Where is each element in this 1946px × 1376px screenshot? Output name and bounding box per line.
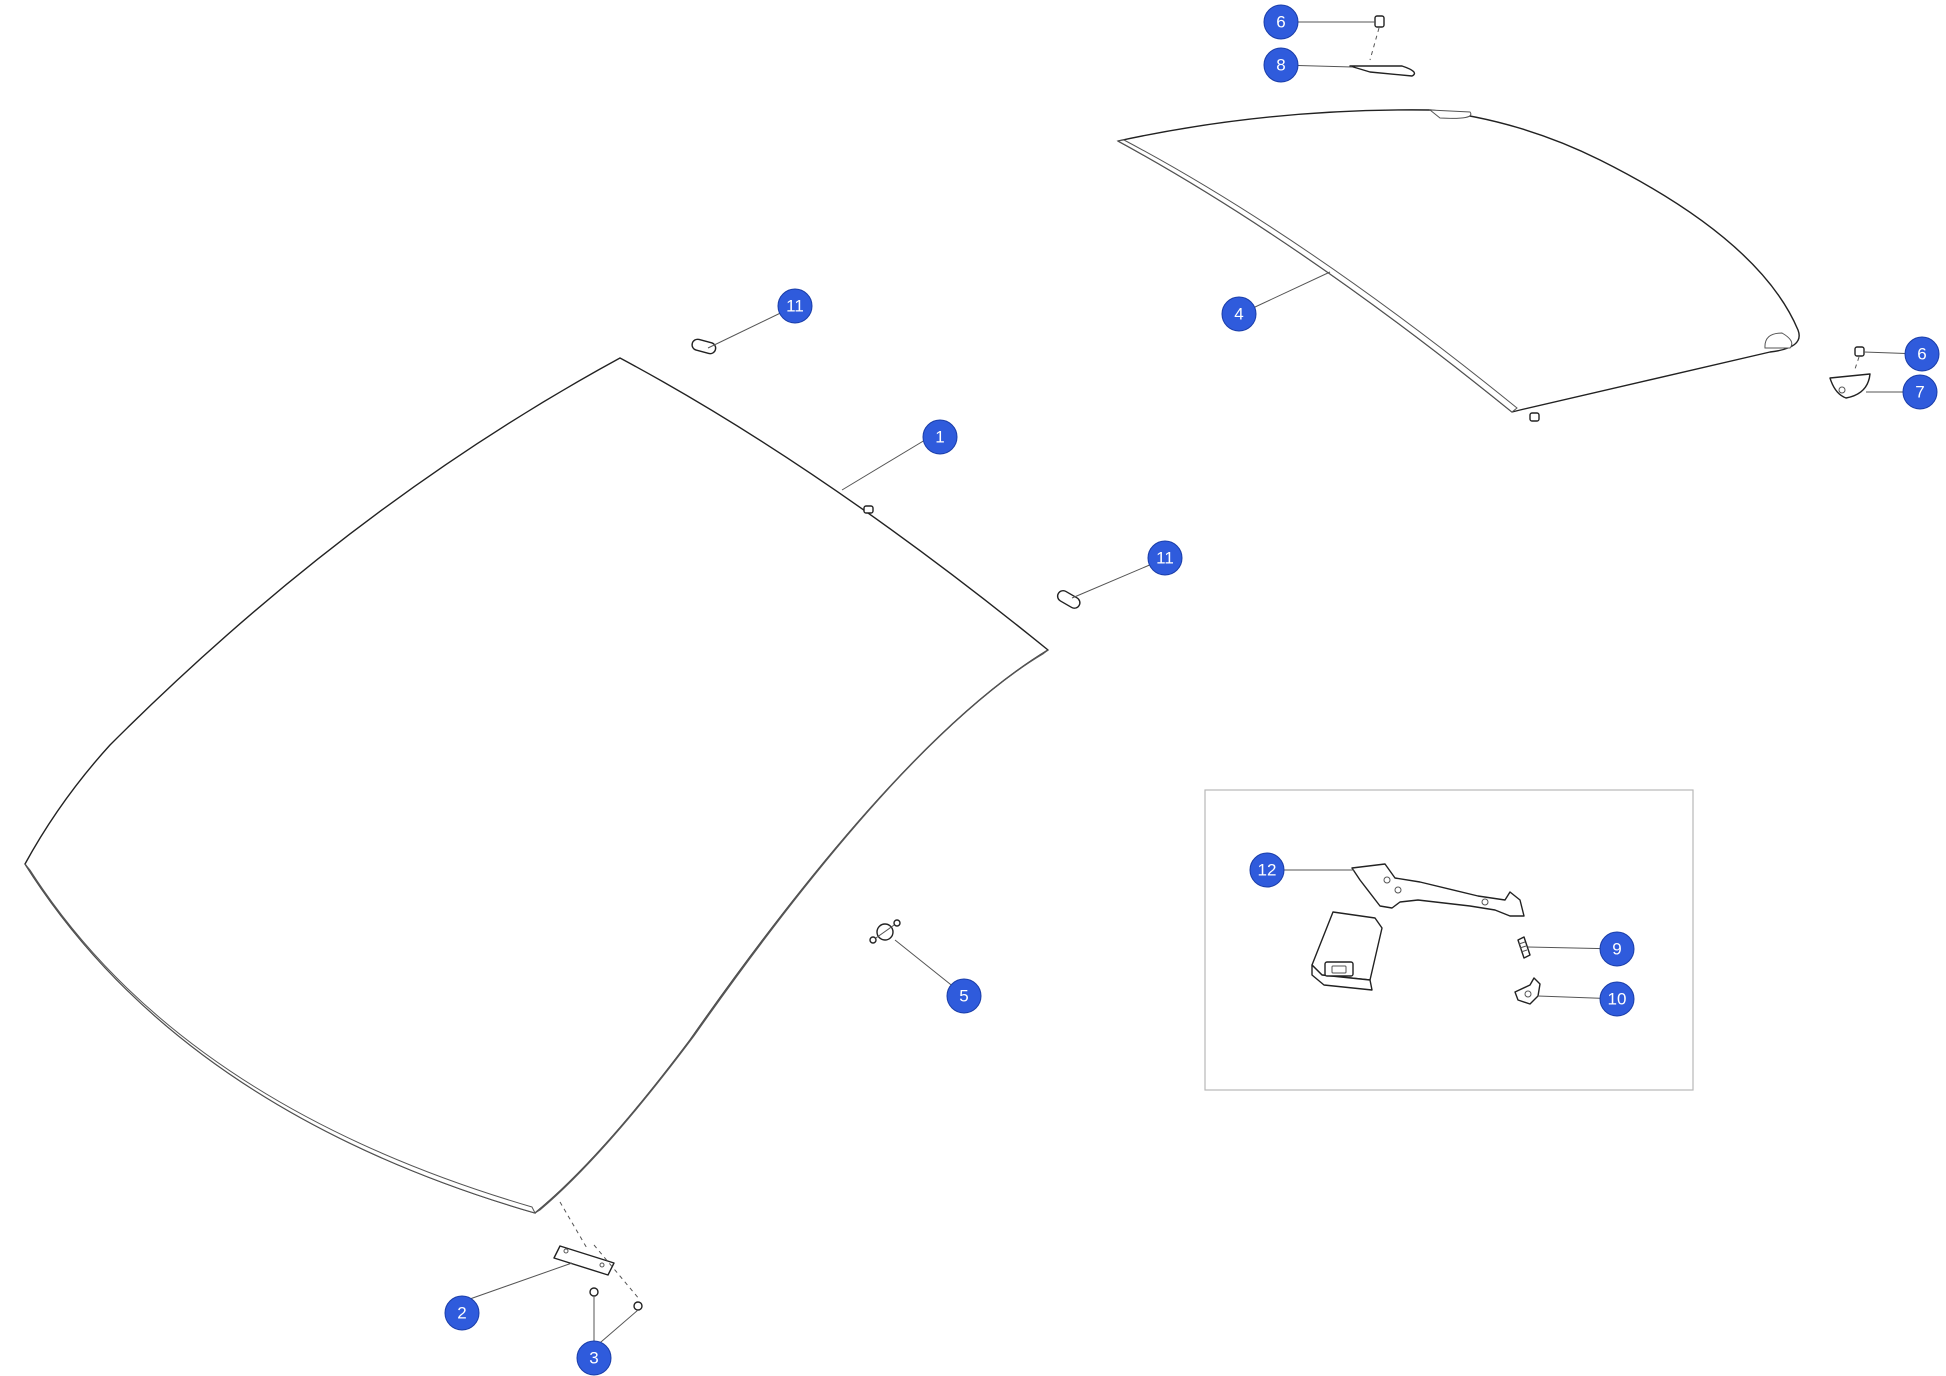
bracket-part-2 <box>553 1245 615 1276</box>
callout-8: 8 <box>1263 47 1299 83</box>
svg-text:6: 6 <box>1917 345 1926 364</box>
callout-12: 12 <box>1249 852 1285 888</box>
callout-11-lower: 11 <box>1147 540 1183 576</box>
svg-text:2: 2 <box>457 1304 466 1323</box>
callout-2: 2 <box>444 1295 480 1331</box>
svg-text:4: 4 <box>1234 305 1243 324</box>
detail-inset-frame <box>1204 789 1694 1091</box>
svg-text:11: 11 <box>1156 549 1174 568</box>
lock-part-10 <box>1514 977 1541 1005</box>
svg-text:12: 12 <box>1258 861 1277 880</box>
bracket-part-8 <box>1349 65 1416 77</box>
screw-part-6-right <box>1854 346 1865 357</box>
module-part-12 <box>1311 863 1525 991</box>
svg-text:6: 6 <box>1276 13 1285 32</box>
callout-1: 1 <box>922 419 958 455</box>
svg-text:3: 3 <box>589 1349 598 1368</box>
callout-10: 10 <box>1599 981 1635 1017</box>
clip-part-11-lower <box>1056 589 1081 609</box>
svg-text:8: 8 <box>1276 56 1285 75</box>
callout-5: 5 <box>946 978 982 1014</box>
svg-text:11: 11 <box>786 297 804 316</box>
clip-part-11-upper <box>691 338 717 355</box>
bracket-part-7 <box>1829 373 1871 399</box>
svg-text:10: 10 <box>1608 990 1627 1009</box>
svg-text:1: 1 <box>935 428 944 447</box>
spring-part-9 <box>1517 936 1531 959</box>
screw-part-6-top <box>1374 15 1385 28</box>
callout-4: 4 <box>1221 296 1257 332</box>
callout-9: 9 <box>1599 931 1635 967</box>
sensor-part-5 <box>869 919 901 944</box>
svg-text:7: 7 <box>1915 383 1924 402</box>
callout-7: 7 <box>1902 374 1938 410</box>
windshield-glass <box>24 357 1049 1214</box>
callout-6-top: 6 <box>1263 4 1299 40</box>
rear-glass <box>1116 109 1800 422</box>
callout-11-upper: 11 <box>777 288 813 324</box>
svg-text:5: 5 <box>959 987 968 1006</box>
fastener-part-3 <box>589 1287 643 1311</box>
callout-6-right: 6 <box>1904 336 1940 372</box>
callout-3: 3 <box>576 1340 612 1376</box>
svg-text:9: 9 <box>1612 940 1621 959</box>
